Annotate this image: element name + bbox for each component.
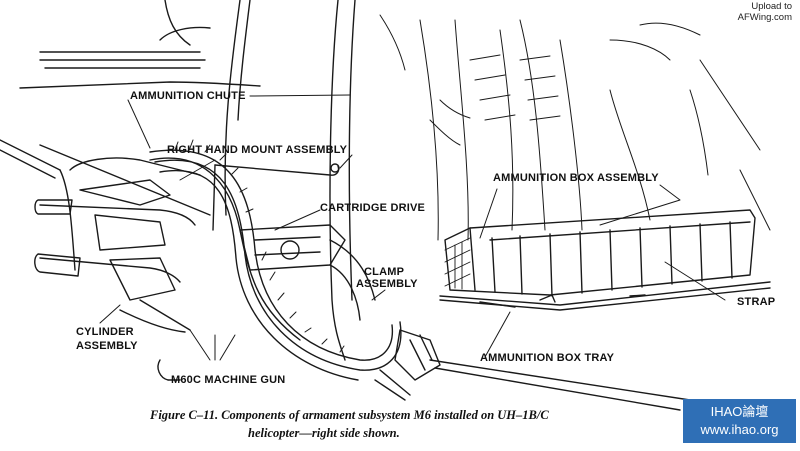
skid-line-2 bbox=[434, 367, 681, 411]
fuselage-outline bbox=[0, 0, 356, 361]
clamp-assembly bbox=[374, 329, 441, 401]
upload-line2: AFWing.com bbox=[737, 12, 792, 23]
label-clamp-line2: ASSEMBLY bbox=[356, 278, 418, 290]
mount-assembly bbox=[239, 163, 376, 321]
label-strap: STRAP bbox=[737, 296, 776, 308]
skid-line bbox=[429, 359, 691, 401]
upload-watermark: Upload to AFWing.com bbox=[738, 1, 792, 23]
ammunition-box-tray bbox=[439, 281, 771, 311]
seat-webbing bbox=[379, 14, 771, 241]
label-m60c: M60C MACHINE GUN bbox=[171, 374, 286, 386]
upload-line1: Upload to bbox=[751, 1, 792, 12]
badge-line1: IHAO論壇 bbox=[710, 404, 769, 419]
label-clamp-line1: CLAMP bbox=[364, 266, 405, 278]
machine-gun-assembly bbox=[34, 144, 301, 341]
label-cylinder-line1: CYLINDER bbox=[76, 326, 134, 338]
caption-line2: helicopter—right side shown. bbox=[248, 426, 400, 440]
label-ammunition-chute: AMMUNITION CHUTE bbox=[130, 90, 246, 102]
ammunition-box-assembly bbox=[444, 209, 756, 297]
ammo-belt-icon bbox=[157, 359, 169, 381]
label-cartridge-drive: CARTRIDGE DRIVE bbox=[320, 202, 426, 214]
leader-lines bbox=[99, 94, 726, 361]
badge-line2: www.ihao.org bbox=[700, 422, 779, 437]
label-ammunition-box-assembly: AMMUNITION BOX ASSEMBLY bbox=[493, 172, 659, 184]
ammunition-chute bbox=[149, 139, 402, 381]
label-ammunition-box-tray: AMMUNITION BOX TRAY bbox=[480, 352, 615, 364]
site-badge[interactable]: IHAO論壇 www.ihao.org bbox=[683, 399, 796, 443]
caption-line1: Figure C–11. Components of armament subs… bbox=[150, 408, 549, 422]
label-cylinder-line2: ASSEMBLY bbox=[76, 340, 138, 352]
label-right-hand-mount: RIGHT HAND MOUNT ASSEMBLY bbox=[167, 144, 348, 156]
